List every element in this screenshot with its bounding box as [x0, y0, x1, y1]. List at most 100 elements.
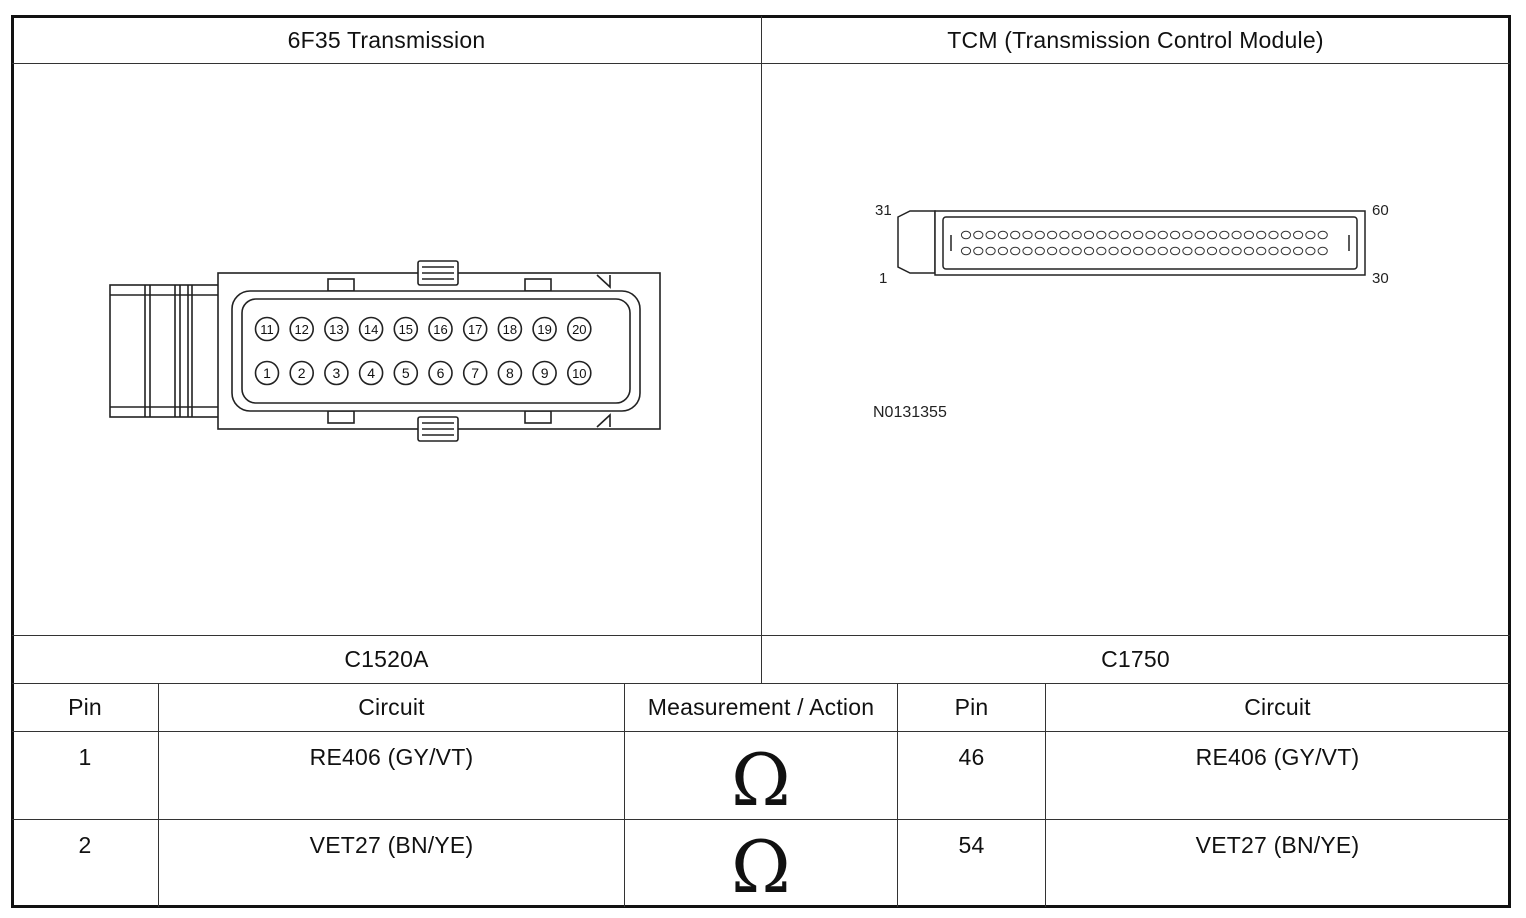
tcm-pin-cavity [1194, 230, 1205, 240]
tcm-pin-cavity [973, 246, 984, 256]
row1-circuit-b: RE406 (GY/VT) [1195, 744, 1360, 770]
tcm-label-60: 60 [1372, 202, 1389, 219]
connector-pin [393, 316, 419, 342]
tcm-pin-cavity [1010, 230, 1021, 240]
connector-pin [324, 360, 349, 386]
tcm-pin-cavity [1293, 230, 1304, 240]
connector-pin-label: 10 [572, 366, 586, 381]
figure-reference: N0131355 [873, 404, 947, 421]
tcm-pin-cavity [1120, 230, 1131, 240]
connector-pin [254, 360, 280, 386]
connector-pin-label: 4 [367, 365, 375, 381]
header-measurement: Measurement / Action [647, 694, 875, 720]
connector-pin-label: 20 [572, 322, 586, 337]
tcm-pin-cavity [1268, 246, 1279, 256]
connector-pin-label: 13 [329, 322, 343, 337]
connector-pin [393, 360, 419, 386]
tcm-pin-cavity [1059, 230, 1070, 240]
connector-pin [566, 316, 592, 342]
connector-pin-label: 18 [503, 322, 517, 337]
connector-pin [324, 316, 349, 342]
tcm-pin-cavity [1071, 230, 1082, 240]
tcm-pin-cavity [1231, 246, 1242, 256]
tcm-pin-cavity [997, 230, 1008, 240]
divider [158, 683, 159, 907]
tcm-pin-cavity [1022, 230, 1033, 240]
tcm-pin-cavity [960, 230, 972, 240]
tcm-pin-cavity [1034, 246, 1045, 256]
header-pin-b: Pin [954, 694, 989, 720]
tcm-pin-cavity [1231, 230, 1242, 240]
tcm-pin-cavity [1280, 246, 1291, 256]
tcm-pin-cavity [1096, 246, 1107, 256]
connector-pin [254, 316, 280, 342]
row1-ohm-icon: Ω [731, 737, 791, 822]
connector-pin [462, 316, 488, 342]
header-circuit-a: Circuit [358, 694, 425, 720]
right-connector-id: C1750 [1101, 646, 1170, 672]
divider [761, 16, 762, 683]
tcm-pin-cavity [1170, 230, 1181, 240]
connector-pin-label: 11 [260, 322, 274, 337]
tcm-pin-cavity [1206, 246, 1218, 256]
row2-circuit-b: VET27 (BN/YE) [1195, 832, 1360, 858]
tcm-pin-cavity [960, 246, 972, 256]
connector-pin [289, 360, 314, 386]
tcm-pin-cavity [1182, 230, 1193, 240]
tcm-pin-cavity [1256, 246, 1267, 256]
row2-circuit-a: VET27 (BN/YE) [309, 832, 474, 858]
tcm-pin-cavity [1108, 246, 1119, 256]
tcm-pin-cavity [1096, 230, 1107, 240]
tcm-pin-cavity [1194, 246, 1205, 256]
tcm-pin-cavity [1182, 246, 1193, 256]
tcm-pin-cavity [1059, 246, 1070, 256]
tcm-pin-cavity [1305, 246, 1316, 256]
tcm-pin-cavity [1047, 230, 1058, 240]
row2-ohm-icon: Ω [731, 824, 791, 909]
row1-circuit-a: RE406 (GY/VT) [309, 744, 474, 770]
tcm-pin-cavity [1157, 230, 1168, 240]
tcm-pin-cavity [1010, 246, 1021, 256]
connector-pin-label: 14 [364, 322, 378, 337]
tcm-pin-cavity [1133, 246, 1144, 256]
tcm-pin-cavity [1083, 230, 1095, 240]
connector-pin [532, 316, 557, 342]
header-circuit-b: Circuit [1244, 694, 1311, 720]
connector-pin-label: 7 [471, 365, 479, 381]
tcm-pin-cavity [1047, 246, 1058, 256]
divider [624, 683, 625, 907]
tcm-label-30: 30 [1372, 270, 1389, 287]
tcm-pin-cavity [1256, 230, 1267, 240]
tcm-connector-diagram: 31 1 60 30 N0131355 [873, 202, 1389, 421]
connector-pin-label: 12 [294, 322, 308, 337]
connector-pin [497, 360, 523, 386]
divider [12, 683, 1510, 684]
connector-pin-label: 3 [333, 365, 341, 381]
connector-pin [532, 360, 557, 386]
connector-pin [428, 360, 453, 386]
tcm-pin-cavity [1268, 230, 1279, 240]
tcm-pin-cavity [1145, 230, 1156, 240]
tcm-pin-cavity [1133, 230, 1144, 240]
connector-pin-label: 19 [537, 322, 551, 337]
left-connector-id: C1520A [344, 646, 429, 672]
connector-pin [462, 360, 488, 386]
tcm-pin-cavity [1206, 230, 1218, 240]
tcm-label-31: 31 [875, 202, 892, 219]
tcm-pin-cavity [1280, 230, 1291, 240]
connector-pin [428, 316, 453, 342]
tcm-pin-cavity [1293, 246, 1304, 256]
tcm-pin-cavity [973, 230, 984, 240]
tcm-pin-cavity [1317, 230, 1328, 240]
divider [12, 819, 1510, 820]
divider [897, 683, 898, 907]
tcm-pin-cavity [985, 230, 996, 240]
divider [12, 731, 1510, 732]
tcm-pin-cavity [1317, 246, 1328, 256]
connector-pin-label: 6 [437, 365, 445, 381]
tcm-pin-cavity [1108, 230, 1119, 240]
tcm-pin-cavity [1083, 246, 1095, 256]
connector-pin-label: 8 [506, 365, 514, 381]
connector-pin-label: 9 [541, 365, 549, 381]
connector-pin [566, 360, 592, 386]
